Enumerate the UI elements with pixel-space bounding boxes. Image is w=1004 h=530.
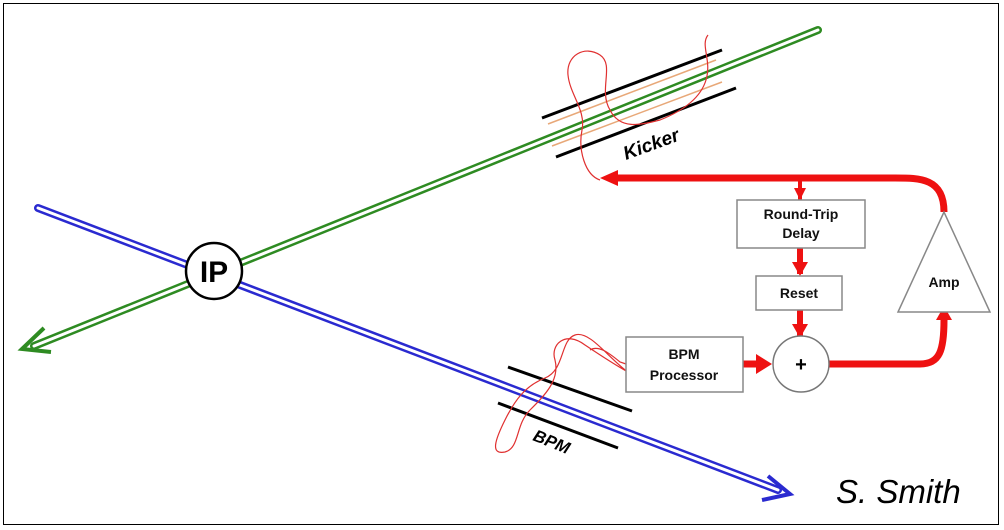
sum-label: + xyxy=(795,354,807,376)
bpm-loop xyxy=(495,333,629,453)
ip-marker: IP xyxy=(184,241,244,301)
bpm-plates xyxy=(497,365,633,450)
bpm-processor-label-line2: Processor xyxy=(650,367,719,383)
amp-to-kicker-line xyxy=(618,174,948,213)
green-beam xyxy=(17,26,822,354)
kicker-loop xyxy=(567,34,709,181)
author-credit: S. Smith xyxy=(836,473,961,510)
ip-label: IP xyxy=(200,256,228,289)
bpm-label: BPM xyxy=(531,426,574,458)
round-trip-delay-box: Round-Trip Delay xyxy=(736,199,866,249)
round-trip-label-line2: Delay xyxy=(782,225,820,241)
kicker-input-arrowhead-icon xyxy=(600,170,618,186)
amp-label: Amp xyxy=(928,274,959,290)
blue-beam-arrowhead-icon xyxy=(761,474,795,502)
sum-to-amp-line xyxy=(829,316,948,368)
amp-block: Amp xyxy=(896,210,992,313)
reset-box: Reset xyxy=(755,275,843,311)
summing-junction: + xyxy=(772,335,830,393)
blue-beam xyxy=(34,204,795,502)
reset-label: Reset xyxy=(780,285,818,301)
bpm-processor-box: BPM Processor xyxy=(625,336,744,393)
round-trip-label-line1: Round-Trip xyxy=(764,206,839,222)
bpm-processor-label-line1: BPM xyxy=(668,346,699,362)
bpm-signal-line xyxy=(589,347,627,365)
diagram-frame xyxy=(3,3,999,525)
kicker-label: Kicker xyxy=(621,125,684,165)
green-beam-arrowhead-icon xyxy=(17,326,52,354)
